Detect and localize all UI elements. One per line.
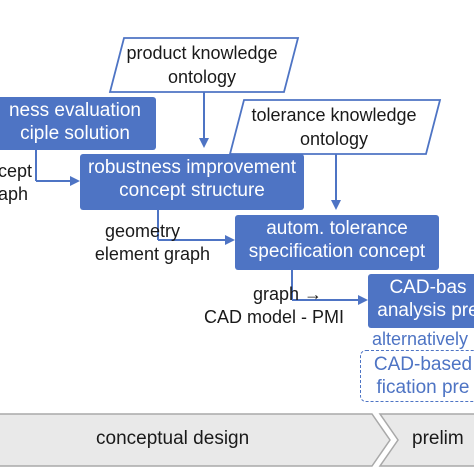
tolerance-ontology-text: tolerance knowledge ontology <box>234 103 434 151</box>
graph-cad-line1: graph → <box>252 284 322 304</box>
auto-tolerance-line2: specification concept <box>248 241 426 262</box>
product-ontology-line1: product knowledge <box>126 43 278 63</box>
geometry-element-graph-label: geometry element graph <box>80 220 210 266</box>
robustness-improvement-line1: robustness improvement <box>87 157 297 178</box>
robustness-evaluation-line1: ness evaluation <box>8 100 142 121</box>
robustness-improvement-line2: concept structure <box>119 180 265 201</box>
geometry-line2: element graph <box>94 244 210 264</box>
product-ontology-text: product knowledge ontology <box>112 41 292 89</box>
auto-tolerance-line1: autom. tolerance <box>266 218 408 239</box>
robustness-evaluation-line2: ciple solution <box>20 123 130 144</box>
phase-preliminary-label: prelim <box>412 428 464 449</box>
product-ontology-line2: ontology <box>167 67 237 87</box>
product-ontology-shape <box>108 37 300 93</box>
tolerance-ontology-line1: tolerance knowledge <box>251 105 417 125</box>
cad-spec-line2: fication pre <box>376 377 470 398</box>
phase-conceptual-shape <box>0 413 391 467</box>
auto-tolerance-box: autom. tolerance specification concept <box>235 215 439 270</box>
tolerance-ontology-line2: ontology <box>299 129 369 149</box>
phase-conceptual-label: conceptual design <box>96 428 250 449</box>
alternatively-label: alternatively <box>372 329 469 349</box>
robustness-improvement-box: robustness improvement concept structure <box>80 154 304 210</box>
cad-spec-box: CAD-based fication pre <box>360 350 474 402</box>
concept-graph-line2: aph <box>0 184 29 204</box>
cad-analysis-line2: analysis pre <box>377 300 474 321</box>
cad-spec-line1: CAD-based <box>373 354 473 375</box>
phase-preliminary-shape <box>378 413 474 467</box>
graph-cad-line2: CAD model - PMI <box>203 307 344 327</box>
graph-cad-pmi-label: graph → CAD model - PMI <box>192 283 344 329</box>
geometry-line1: geometry <box>104 221 180 241</box>
tolerance-ontology-shape <box>228 99 442 155</box>
concept-graph-label: cept aph <box>0 160 32 206</box>
robustness-evaluation-box: ness evaluation ciple solution <box>0 97 156 150</box>
cad-analysis-box: CAD-bas analysis pre <box>368 274 474 328</box>
concept-graph-line1: cept <box>0 161 33 181</box>
cad-analysis-line1: CAD-bas <box>389 277 467 298</box>
